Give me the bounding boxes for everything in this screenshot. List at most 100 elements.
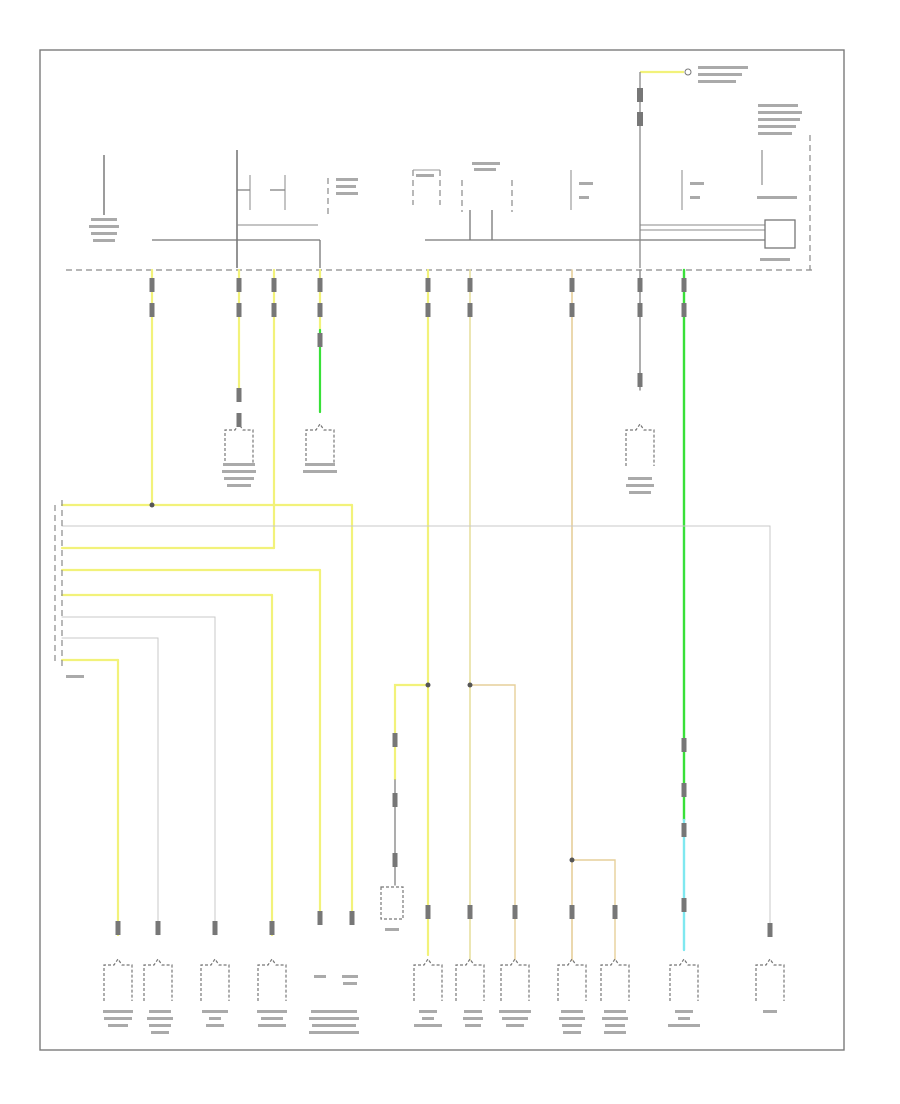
bus-connector [236, 278, 242, 292]
inline-connector [637, 373, 643, 387]
ground-block-label-line [385, 928, 399, 931]
bottom-component-0-outline [103, 957, 133, 1001]
bottom-label-11 [763, 1010, 777, 1013]
inline-connector [155, 921, 161, 935]
component-shift-lock-outline [305, 422, 335, 466]
bus-connector [425, 278, 431, 292]
left-connector-block [54, 500, 63, 670]
component-brake-switch-label-line [222, 470, 256, 473]
inline-connector [569, 905, 575, 919]
top-right-label [698, 66, 748, 83]
inline-connector [236, 413, 242, 427]
fuse-b [570, 170, 593, 210]
bus-connector [681, 303, 687, 317]
bottom-label-8-line [559, 1017, 585, 1020]
inline-connector [392, 853, 398, 867]
component-brake-switch-label [222, 463, 256, 487]
bottom-label-2-line [206, 1024, 224, 1027]
branch-470-right [470, 684, 516, 960]
component-starter-cut-label-line [628, 477, 652, 480]
bottom-label-13-line [342, 975, 358, 978]
right-module-bottom-label [760, 258, 790, 261]
inline-connector [212, 921, 218, 935]
bottom-label-11-line [763, 1010, 777, 1013]
inline-connector [392, 793, 398, 807]
bottom-label-7-line [499, 1010, 531, 1013]
inline-connector [269, 921, 275, 935]
bottom-label-5 [414, 1010, 442, 1027]
bottom-component-8 [600, 957, 630, 1001]
left-block-label [66, 675, 84, 678]
inline-connector [681, 738, 687, 752]
splice-572 [569, 857, 575, 863]
bottom-label-2-line [202, 1010, 228, 1013]
bottom-label-4-line [309, 1017, 359, 1020]
bottom-label-4-line [311, 1010, 357, 1013]
bottom-label-0-line [108, 1024, 128, 1027]
ground-block-label [385, 928, 399, 931]
fuse-a-relay-label [327, 178, 358, 215]
bottom-component-7-outline [557, 957, 587, 1001]
bottom-component-2 [200, 957, 230, 1001]
inline-connector [317, 333, 323, 347]
inline-connector [681, 898, 687, 912]
bottom-label-3 [257, 1010, 287, 1027]
inline-connector [115, 921, 121, 935]
bus-connector [637, 278, 643, 292]
bottom-label-9 [602, 1010, 628, 1034]
bottom-label-1-line [149, 1010, 171, 1013]
component-brake-switch-label-line [224, 477, 254, 480]
bus-connector [467, 278, 473, 292]
middle-switch-box [412, 169, 441, 205]
bottom-label-7-line [506, 1024, 524, 1027]
bottom-component-3-outline [257, 957, 287, 1001]
bottom-component-3 [257, 957, 287, 1001]
component-starter-cut [625, 422, 655, 466]
bottom-label-4-line [309, 1031, 359, 1034]
splice-470 [467, 682, 473, 688]
bottom-component-8-outline [600, 957, 630, 1001]
bottom-component-4-outline [413, 957, 443, 1001]
bottom-component-0 [103, 957, 133, 1001]
branch-428-left [393, 683, 428, 780]
inline-connector [425, 905, 431, 919]
inline-connector [317, 911, 323, 925]
bottom-label-0-line [104, 1017, 132, 1020]
bottom-component-9 [669, 957, 699, 1001]
bottom-label-6-line [465, 1024, 481, 1027]
component-shift-lock-label [303, 463, 337, 473]
bus-connector [637, 303, 643, 317]
inline-connector [512, 905, 518, 919]
wire-layer [60, 268, 773, 961]
bottom-component-10-outline [755, 957, 785, 1001]
bottom-label-7-line [502, 1017, 528, 1020]
component-starter-cut-outline [625, 422, 655, 466]
bottom-label-9-line [605, 1024, 625, 1027]
bottom-label-2-line [209, 1017, 221, 1020]
bus-connector [317, 303, 323, 317]
component-layer [66, 422, 785, 1034]
component-starter-cut-label-line [629, 491, 651, 494]
top-right-connector-2 [637, 112, 643, 126]
bottom-label-9-line [604, 1010, 626, 1013]
diagram-frame [39, 49, 845, 1051]
inline-connector [236, 388, 242, 402]
bottom-label-1-line [151, 1031, 169, 1034]
bottom-label-8 [559, 1010, 585, 1034]
bottom-label-3-line [257, 1010, 287, 1013]
component-starter-cut-label-line [626, 484, 654, 487]
inline-connector [392, 733, 398, 747]
component-brake-switch [224, 422, 254, 466]
component-shift-lock-label-line [303, 470, 337, 473]
branch-572-right [572, 859, 616, 960]
bottom-label-3-line [261, 1017, 283, 1020]
left-block-label-line [66, 675, 84, 678]
component-brake-switch-label-line [227, 484, 251, 487]
top-right-terminal [684, 68, 692, 76]
bottom-label-7 [499, 1010, 531, 1027]
bottom-label-6 [463, 1010, 483, 1027]
bottom-label-8-line [561, 1010, 583, 1013]
bottom-component-5-outline [455, 957, 485, 1001]
right-module-sublabel [757, 196, 797, 199]
